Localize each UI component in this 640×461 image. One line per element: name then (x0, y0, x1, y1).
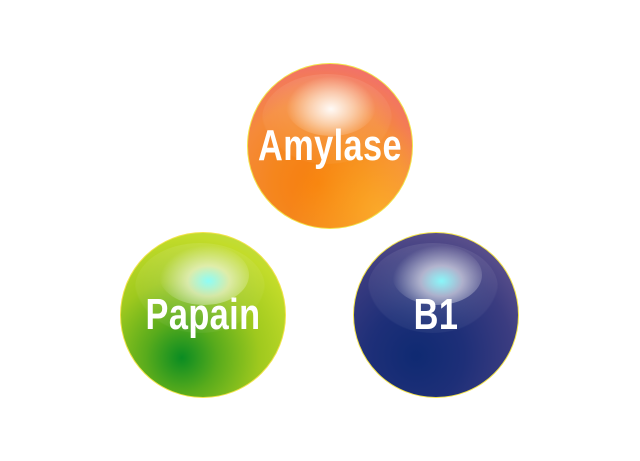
papain-sphere: Papain (120, 232, 286, 398)
sphere-label-b1: B1 (413, 290, 459, 339)
amylase-sphere: Amylase (247, 63, 413, 229)
b1-sphere: B1 (353, 232, 519, 398)
sphere-highlight (286, 76, 376, 136)
sphere-label-papain: Papain (145, 290, 261, 339)
sphere-highlight (392, 245, 482, 305)
sphere-label-amylase: Amylase (258, 121, 402, 170)
sphere-highlight (159, 245, 249, 305)
